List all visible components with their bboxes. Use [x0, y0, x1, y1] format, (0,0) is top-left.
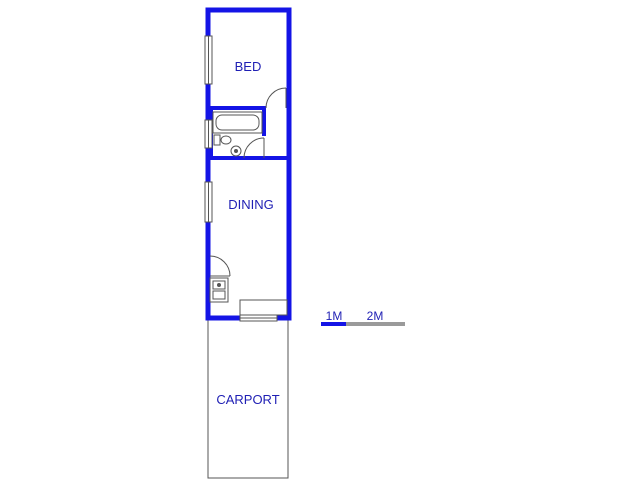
door-bed: [265, 87, 287, 109]
exterior-walls: [205, 7, 292, 321]
window-bathroom: [204, 119, 213, 149]
toilet: [213, 134, 232, 146]
kitchen-counter: [239, 299, 288, 316]
front-opening: [239, 314, 278, 322]
room-label-carport: CARPORT: [216, 392, 279, 407]
room-label-dining: DINING: [228, 197, 274, 212]
room-label-bed: BED: [235, 59, 262, 74]
door-kitchen: [209, 255, 231, 277]
window-dining: [204, 181, 213, 223]
scale-label-1m: 1M: [326, 309, 343, 323]
scale-label-2m: 2M: [367, 309, 384, 323]
bathtub: [212, 111, 263, 134]
kitchen-sink: [209, 277, 229, 303]
scale-bar: 1M 2M: [321, 309, 405, 326]
door-bathroom: [243, 137, 265, 159]
basin: [230, 145, 242, 157]
window-bed: [204, 35, 213, 85]
